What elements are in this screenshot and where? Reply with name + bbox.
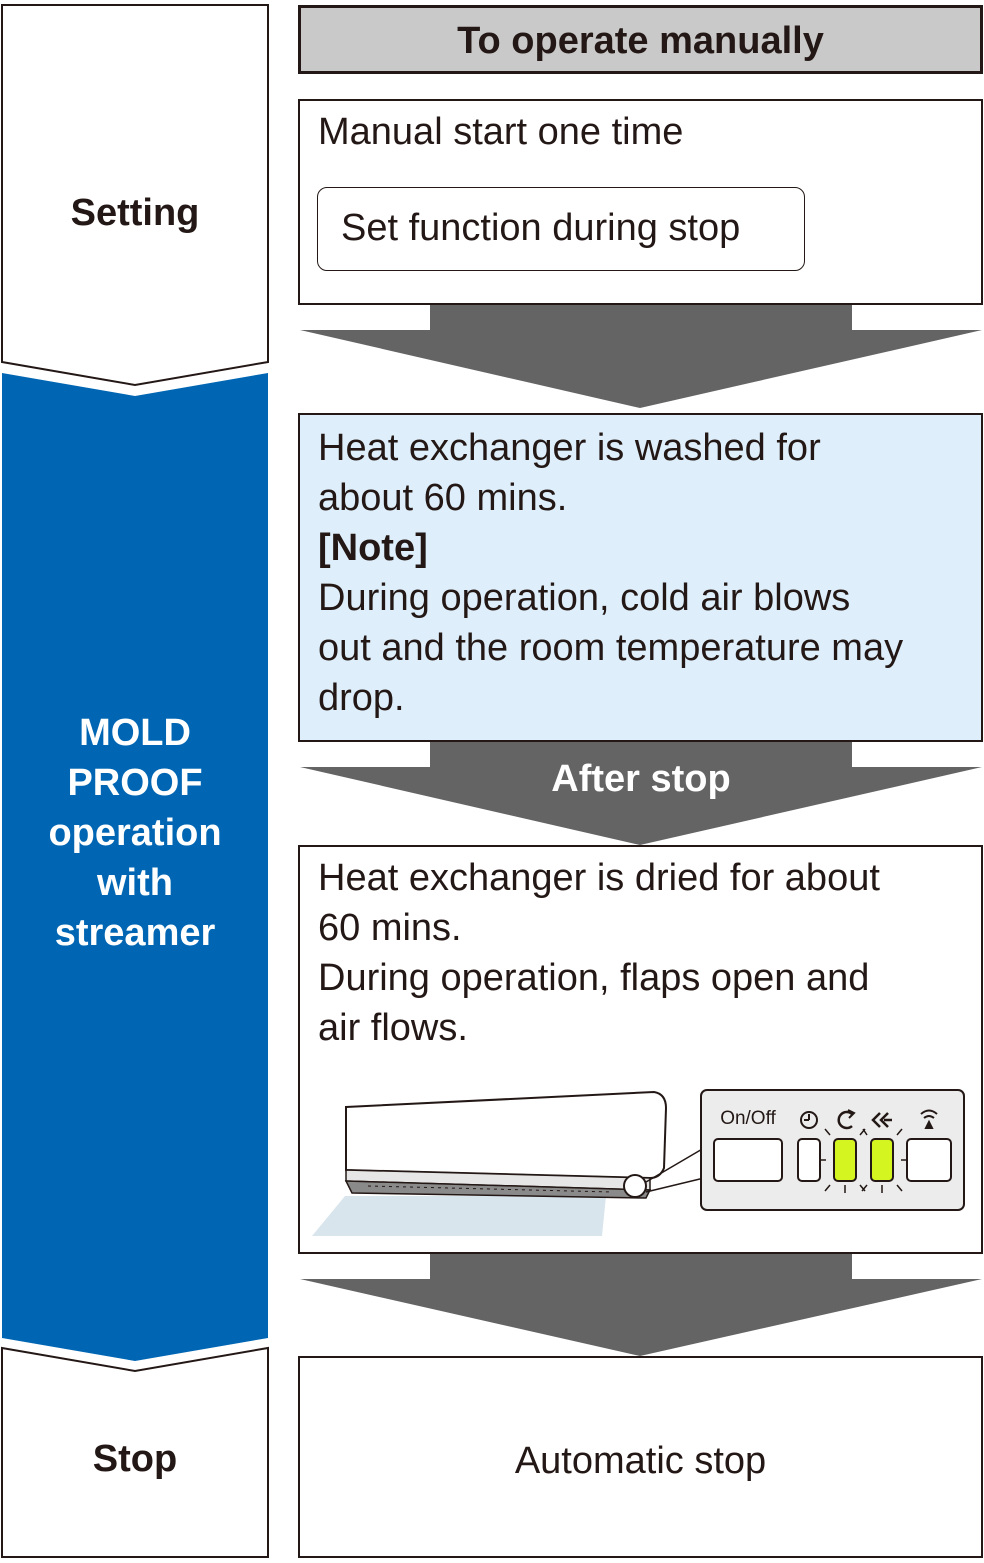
wash-line: about 60 mins. — [318, 477, 568, 519]
wash-line: Heat exchanger is washed for — [318, 427, 821, 469]
automatic-stop-text: Automatic stop — [514, 1440, 767, 1482]
setting-stage-box — [1, 4, 269, 387]
stop-label: Stop — [92, 1438, 178, 1480]
mold-proof-line: MOLD — [79, 712, 191, 754]
on-off-button — [713, 1138, 783, 1182]
setting-heading: Manual start one time — [318, 111, 684, 153]
wash-line: drop. — [318, 677, 405, 719]
on-off-label: On/Off — [720, 1108, 776, 1129]
wifi-lamp — [906, 1138, 952, 1182]
dry-line: During operation, flaps open and — [318, 957, 870, 999]
wifi-icon — [920, 1109, 938, 1129]
mold-proof-icon-arrow — [847, 1109, 856, 1119]
wash-line: out and the room temperature may — [318, 627, 904, 669]
mold-proof-line: with — [97, 862, 173, 904]
note-label: [Note] — [318, 527, 428, 569]
automatic-stop-box: Automatic stop — [298, 1356, 983, 1558]
dry-box: Heat exchanger is dried for about 60 min… — [298, 845, 983, 1254]
timer-icon — [800, 1111, 818, 1129]
set-function-button-label: Set function during stop — [341, 207, 741, 249]
streamer-icon — [871, 1112, 892, 1128]
mold-proof-lamp — [833, 1138, 857, 1182]
header-bar: To operate manually — [298, 5, 983, 74]
after-stop-label: After stop — [551, 758, 731, 800]
dry-line: 60 mins. — [318, 907, 462, 949]
mold-proof-line: streamer — [54, 912, 216, 954]
air-conditioner-illustration — [312, 1090, 705, 1236]
arrow-down-1 — [300, 305, 982, 408]
streamer-lamp — [870, 1138, 894, 1182]
mold-proof-line: operation — [48, 812, 222, 854]
mold-proof-line: PROOF — [67, 762, 203, 804]
mold-proof-label: MOLD PROOF operation with streamer — [2, 708, 268, 958]
page-title: To operate manually — [457, 20, 824, 62]
setting-box: Manual start one time Set function durin… — [298, 99, 983, 305]
dry-line: Heat exchanger is dried for about — [318, 857, 880, 899]
indicator-panel — [700, 1089, 965, 1211]
arrow-down-2 — [300, 742, 982, 845]
set-function-button[interactable]: Set function during stop — [317, 187, 805, 271]
setting-label: Setting — [70, 192, 200, 234]
stop-stage-box — [1, 1346, 269, 1558]
mold-proof-icon — [837, 1110, 853, 1130]
dry-line: air flows. — [318, 1007, 468, 1049]
wash-line: During operation, cold air blows — [318, 577, 851, 619]
mold-proof-stage-box — [2, 373, 268, 1361]
wash-box: Heat exchanger is washed for about 60 mi… — [298, 413, 983, 742]
arrow-down-3 — [300, 1253, 982, 1356]
